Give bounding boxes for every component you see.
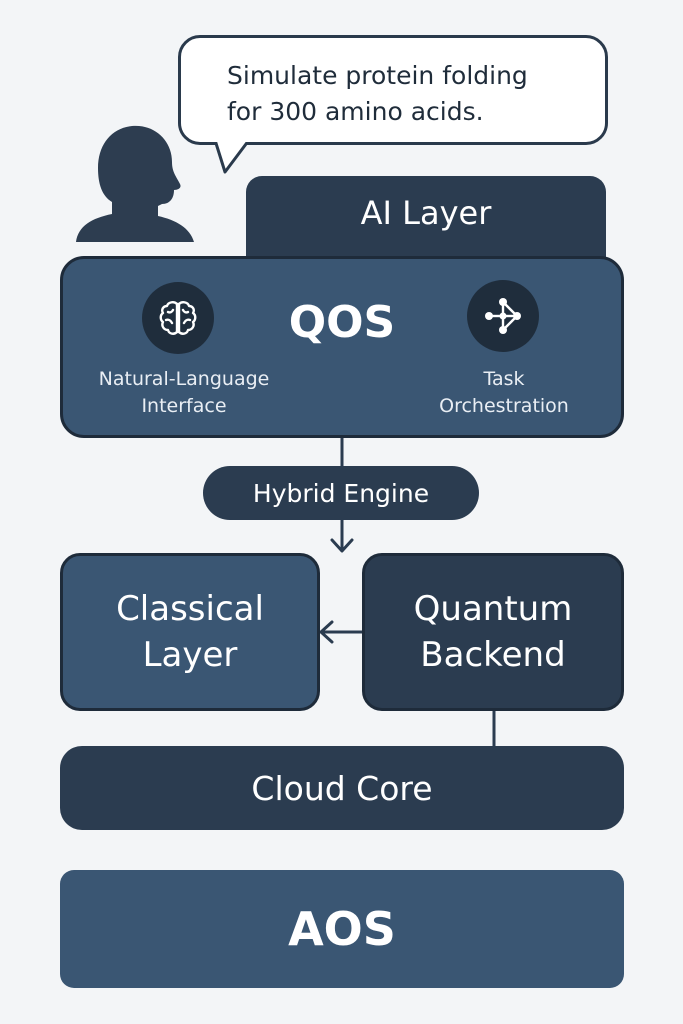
cloud-core-bar: Cloud Core: [60, 746, 624, 830]
hybrid-engine-label: Hybrid Engine: [252, 478, 430, 508]
hybrid-engine-pill: Hybrid Engine: [203, 466, 479, 520]
quantum-backend-line-1: Quantum: [413, 589, 573, 629]
prompt-line-1: Simulate protein folding: [227, 61, 528, 90]
network-graph-icon: [485, 298, 521, 334]
qos-title: QOS: [288, 296, 396, 348]
aos-bar: AOS: [60, 870, 624, 988]
qos-panel: [60, 256, 624, 438]
prompt-line-2: for 300 amino acids.: [227, 97, 484, 126]
caption-left-line-1: Natural-Language: [98, 368, 270, 390]
classical-layer-line-2: Layer: [142, 635, 238, 675]
natural-language-interface-badge: [142, 282, 214, 354]
ai-layer-label: AI Layer: [360, 194, 492, 232]
ai-layer-tab: AI Layer: [246, 176, 606, 268]
prompt-speech-bubble: Simulate protein folding for 300 amino a…: [178, 35, 608, 145]
speech-bubble-tail: [213, 140, 253, 174]
quantum-to-classical-arrowhead: [319, 620, 334, 644]
classical-layer-line-1: Classical: [116, 589, 264, 629]
caption-left-line-2: Interface: [141, 395, 227, 417]
cloud-core-label: Cloud Core: [251, 768, 433, 808]
aos-label: AOS: [288, 902, 396, 956]
task-orchestration-badge: [467, 280, 539, 352]
caption-right-line-1: Task: [483, 368, 525, 390]
natural-language-interface-caption: Natural-Language Interface: [72, 366, 296, 420]
hybrid-down-arrowhead: [330, 538, 354, 553]
task-orchestration-caption: Task Orchestration: [412, 366, 596, 420]
caption-right-line-2: Orchestration: [439, 395, 569, 417]
quantum-backend-box: Quantum Backend: [362, 553, 624, 711]
classical-layer-box: Classical Layer: [60, 553, 320, 711]
user-icon: [76, 125, 194, 242]
brain-icon: [159, 301, 197, 335]
quantum-backend-line-2: Backend: [420, 635, 566, 675]
